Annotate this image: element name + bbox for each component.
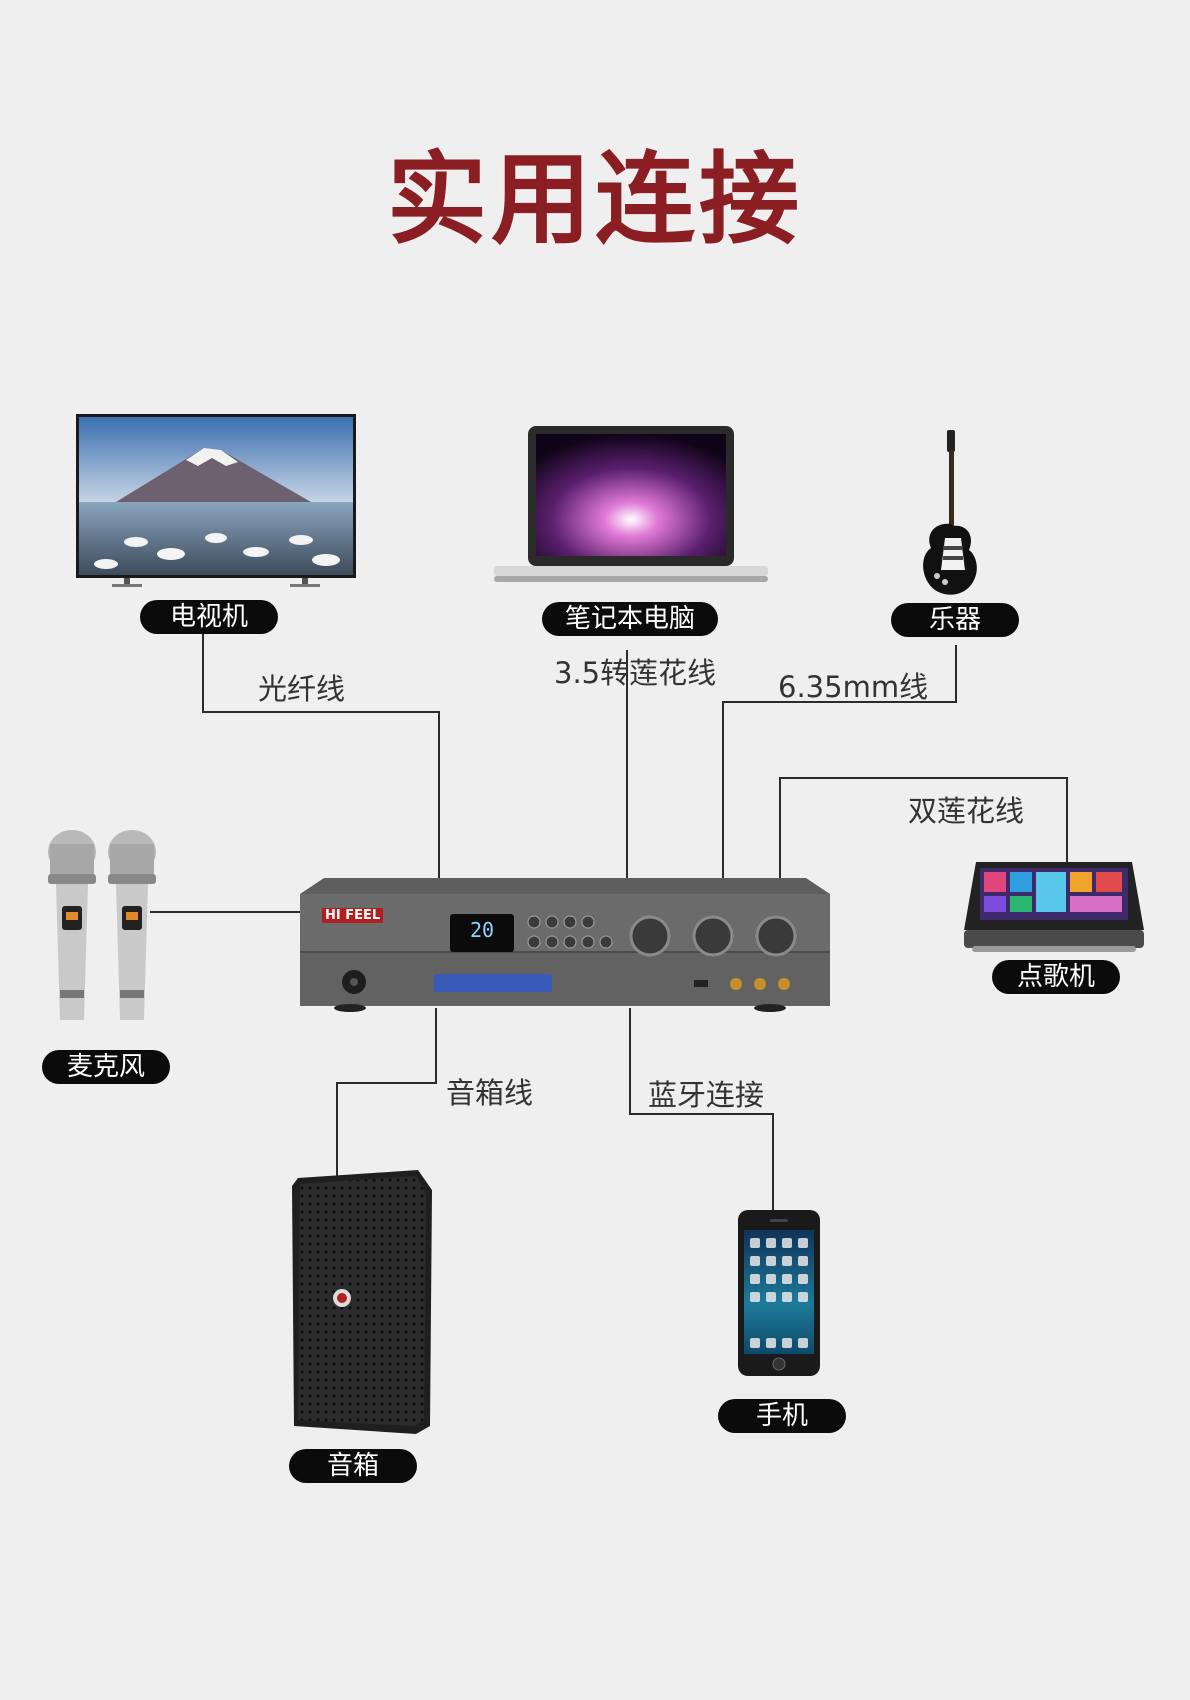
phone-label: 手机 [718,1399,846,1433]
tv-cable-label: 光纤线 [258,672,346,706]
speaker-icon [292,1170,432,1434]
amplifier-display: 20 [469,918,495,942]
phone-cable-label: 蓝牙连接 [648,1078,765,1112]
phone-icon [738,1210,820,1376]
speaker-connection-line [336,1008,437,1178]
guitar-icon [923,430,977,595]
jukebox-cable-label: 双莲花线 [908,794,1025,828]
instrument-cable-label: 6.35mm线 [778,670,929,704]
tv-icon [76,414,356,587]
jukebox-icon [964,862,1144,952]
speaker-label: 音箱 [289,1449,417,1483]
instrument-connection-line [722,645,957,880]
instrument-label: 乐器 [891,603,1019,637]
laptop-label: 笔记本电脑 [542,602,718,636]
speaker-cable-label: 音箱线 [446,1076,534,1110]
tv-label: 电视机 [140,600,278,634]
laptop-cable-label: 3.5转莲花线 [554,656,717,690]
amplifier-brand: HI FEEL [322,908,384,923]
jukebox-label: 点歌机 [992,960,1120,994]
page-title: 实用连接 [387,141,803,258]
amplifier: HI FEEL 20 [300,878,830,1012]
laptop-icon [494,426,768,582]
phone-connection-line [629,1008,774,1210]
jukebox-connection-line [779,777,1068,880]
microphone-label: 麦克风 [42,1050,170,1084]
microphone-icon [48,830,156,1020]
tv-connection-line [202,632,440,880]
